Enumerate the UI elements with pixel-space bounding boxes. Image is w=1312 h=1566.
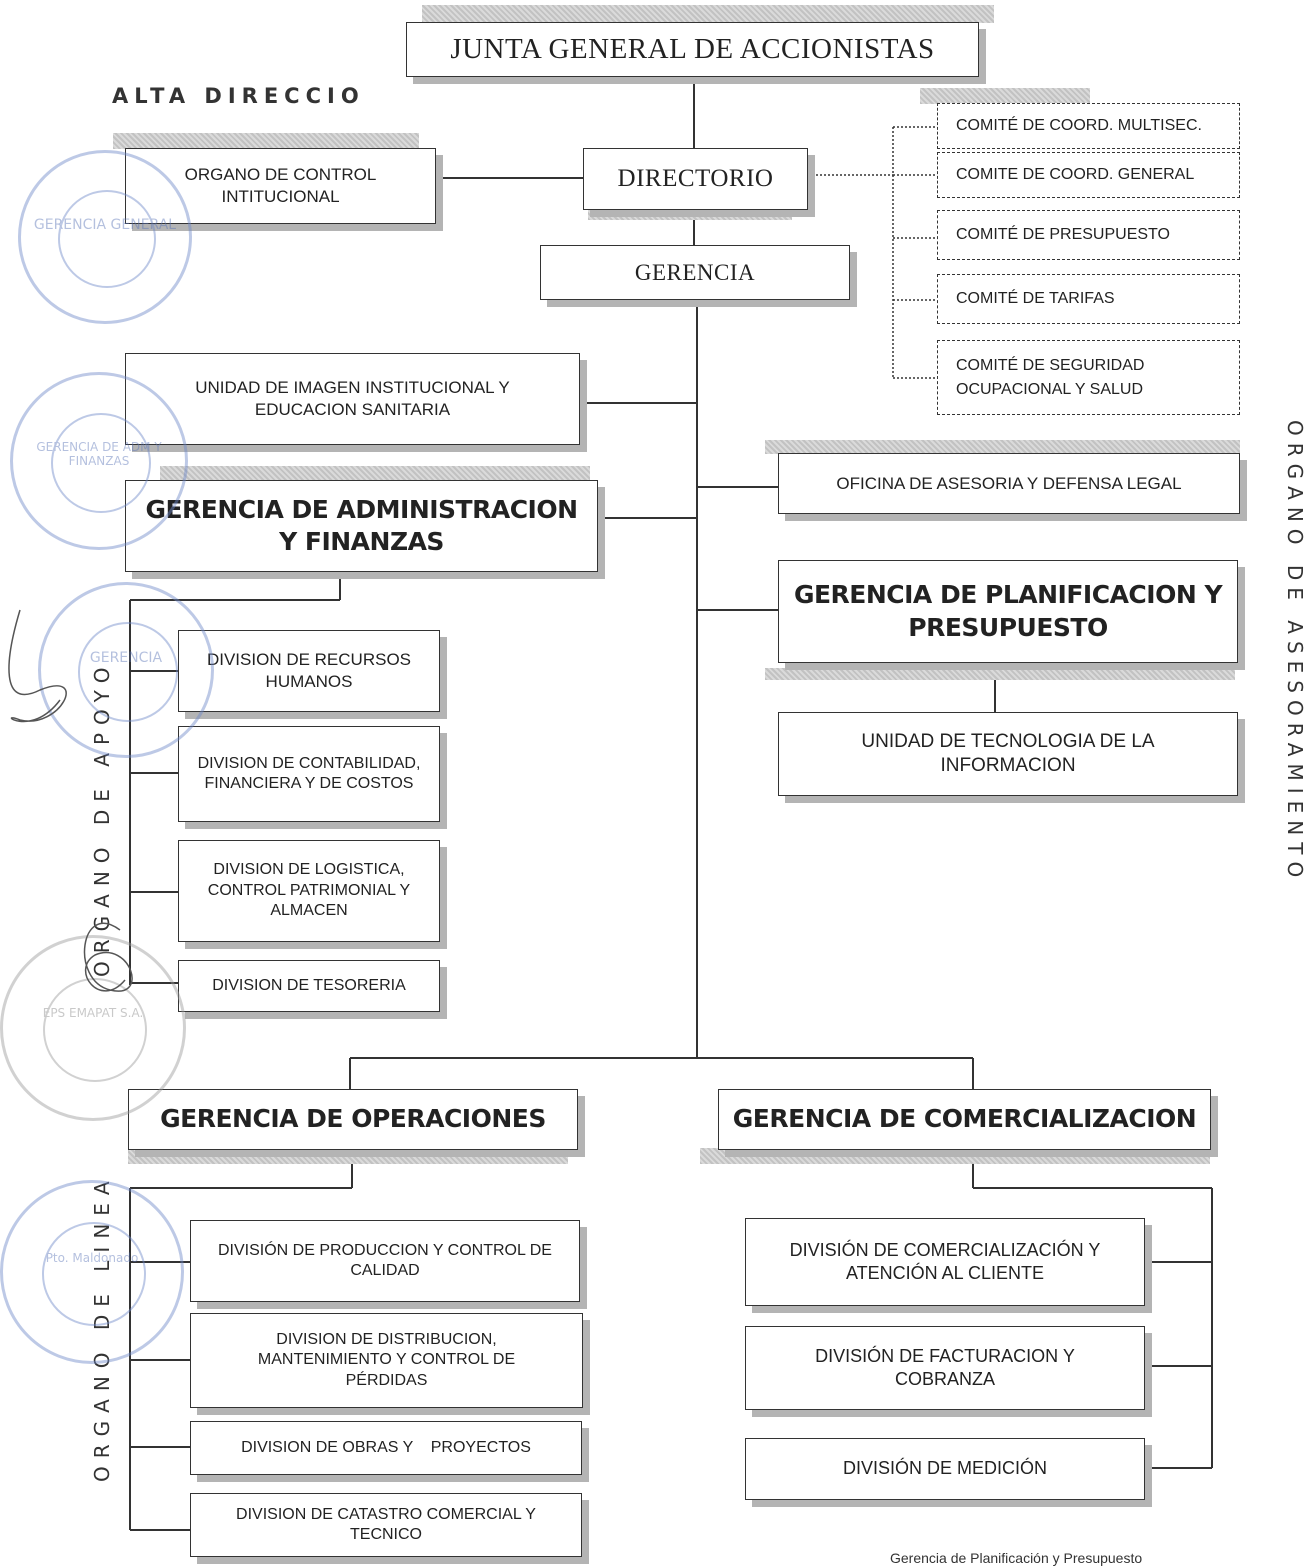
decor-strip <box>160 466 590 480</box>
organo-linea-label: ORGANO DE LINEA <box>90 1173 114 1482</box>
decor-strip <box>765 440 1240 454</box>
gerencia-label: GERENCIA <box>634 259 756 285</box>
division-box: DIVISION DE OBRAS Y PROYECTOS <box>190 1421 582 1475</box>
tecnologia-informacion-label: UNIDAD DE TECNOLOGIA DE LA INFORMACION <box>861 730 1155 776</box>
comite-box: COMITÉ DE COORD. MULTISEC. <box>937 103 1240 149</box>
directorio-box: DIRECTORIO <box>583 148 808 210</box>
directorio-label: DIRECTORIO <box>617 165 774 192</box>
comite-label: COMITÉ DE PRESUPUESTO <box>956 226 1170 244</box>
decor-strip <box>765 668 1235 680</box>
imagen-institucional-label: UNIDAD DE IMAGEN INSTITUCIONAL Y EDUCACI… <box>195 378 510 419</box>
division-box: DIVISION DE DISTRIBUCION, MANTENIMIENTO … <box>190 1313 583 1408</box>
decor-strip <box>113 133 419 149</box>
division-box: DIVISIÓN DE MEDICIÓN <box>745 1438 1145 1500</box>
decor-strip <box>588 210 792 220</box>
decor-strip <box>422 5 994 23</box>
gerencia-operaciones-box: GERENCIA DE OPERACIONES <box>128 1089 578 1150</box>
junta-general-box: JUNTA GENERAL DE ACCIONISTAS <box>406 22 979 77</box>
division-box: DIVISION DE RECURSOS HUMANOS <box>178 630 440 712</box>
division-box: DIVISION DE CATASTRO COMERCIAL Y TECNICO <box>190 1493 582 1557</box>
division-label: DIVISION DE OBRAS Y PROYECTOS <box>241 1438 531 1456</box>
comite-label: COMITÉ DE TARIFAS <box>956 290 1115 308</box>
organo-asesoramiento-label: ORGANO DE ASESORAMIENTO <box>1283 420 1307 885</box>
asesoria-legal-box: OFICINA DE ASESORIA Y DEFENSA LEGAL <box>778 453 1240 514</box>
division-label: DIVISION DE CATASTRO COMERCIAL Y TECNICO <box>236 1505 536 1543</box>
division-box: DIVISION DE TESORERIA <box>178 960 440 1012</box>
gerencia-planificacion-label: GERENCIA DE PLANIFICACION Y PRESUPUESTO <box>793 580 1223 642</box>
division-label: DIVISION DE TESORERIA <box>212 976 406 994</box>
comite-label: COMITÉ DE SEGURIDAD OCUPACIONAL Y SALUD <box>956 357 1145 398</box>
comite-box: COMITE DE COORD. GENERAL <box>937 152 1240 198</box>
decor-strip <box>128 1150 568 1164</box>
division-box: DIVISIÓN DE COMERCIALIZACIÓN Y ATENCIÓN … <box>745 1218 1145 1306</box>
signature-scribble <box>8 609 133 992</box>
control-institucional-box: ORGANO DE CONTROL INTITUCIONAL <box>125 148 436 224</box>
gerencia-administracion-box: GERENCIA DE ADMINISTRACION Y FINANZAS <box>125 480 598 572</box>
alta-direccion-label: ALTA DIRECCIO <box>112 84 365 108</box>
gerencia-planificacion-box: GERENCIA DE PLANIFICACION Y PRESUPUESTO <box>778 560 1238 663</box>
division-label: DIVISION DE CONTABILIDAD, FINANCIERA Y D… <box>197 754 421 792</box>
division-box: DIVISION DE LOGISTICA, CONTROL PATRIMONI… <box>178 840 440 942</box>
gerencia-box: GERENCIA <box>540 245 850 300</box>
division-label: DIVISIÓN DE PRODUCCION Y CONTROL DE CALI… <box>218 1241 552 1279</box>
footer-credit: Gerencia de Planificación y Presupuesto <box>890 1550 1143 1566</box>
comite-label: COMITE DE COORD. GENERAL <box>956 166 1195 184</box>
gerencia-administracion-label: GERENCIA DE ADMINISTRACION Y FINANZAS <box>145 494 578 557</box>
comite-label: COMITÉ DE COORD. MULTISEC. <box>956 117 1202 135</box>
division-label: DIVISION DE LOGISTICA, CONTROL PATRIMONI… <box>207 861 411 920</box>
comite-box: COMITÉ DE TARIFAS <box>937 274 1240 324</box>
division-label: DIVISIÓN DE FACTURACION Y COBRANZA <box>815 1345 1075 1389</box>
division-label: DIVISION DE DISTRIBUCION, MANTENIMIENTO … <box>257 1330 516 1389</box>
asesoria-legal-label: OFICINA DE ASESORIA Y DEFENSA LEGAL <box>836 473 1182 493</box>
tecnologia-informacion-box: UNIDAD DE TECNOLOGIA DE LA INFORMACION <box>778 712 1238 796</box>
gerencia-comercializacion-label: GERENCIA DE COMERCIALIZACION <box>732 1104 1197 1134</box>
decor-strip <box>700 1148 1210 1164</box>
imagen-institucional-box: UNIDAD DE IMAGEN INSTITUCIONAL Y EDUCACI… <box>125 353 580 445</box>
junta-general-label: JUNTA GENERAL DE ACCIONISTAS <box>450 32 935 65</box>
division-box: DIVISIÓN DE FACTURACION Y COBRANZA <box>745 1326 1145 1410</box>
gerencia-operaciones-label: GERENCIA DE OPERACIONES <box>160 1104 546 1134</box>
division-label: DIVISION DE RECURSOS HUMANOS <box>206 650 412 691</box>
division-label: DIVISIÓN DE MEDICIÓN <box>842 1458 1048 1479</box>
control-institucional-label: ORGANO DE CONTROL INTITUCIONAL <box>184 165 377 206</box>
division-box: DIVISIÓN DE PRODUCCION Y CONTROL DE CALI… <box>190 1220 580 1302</box>
comite-box: COMITÉ DE PRESUPUESTO <box>937 210 1240 260</box>
gerencia-comercializacion-box: GERENCIA DE COMERCIALIZACION <box>718 1089 1211 1150</box>
division-box: DIVISION DE CONTABILIDAD, FINANCIERA Y D… <box>178 726 440 822</box>
decor-strip <box>920 88 1090 104</box>
division-label: DIVISIÓN DE COMERCIALIZACIÓN Y ATENCIÓN … <box>789 1239 1101 1283</box>
comite-box: COMITÉ DE SEGURIDAD OCUPACIONAL Y SALUD <box>937 340 1240 415</box>
